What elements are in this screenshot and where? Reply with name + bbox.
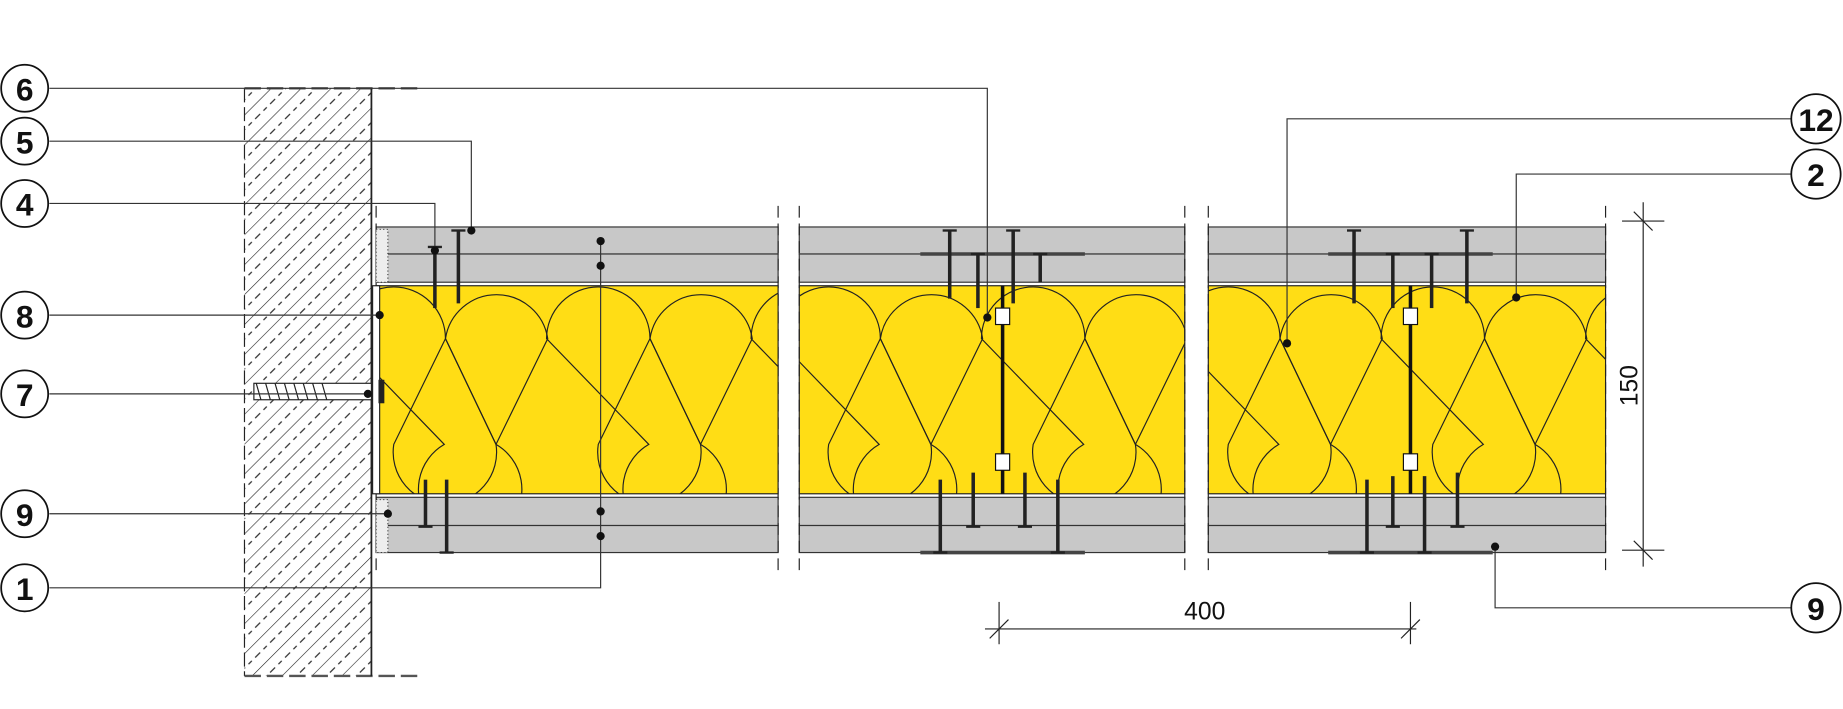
callout-label: 9 (1807, 591, 1825, 627)
plasterboard-layer (798, 524, 1186, 554)
drywall-screw (1050, 479, 1065, 554)
callout-label: 6 (16, 71, 34, 107)
callout-label: 7 (16, 377, 34, 413)
callout-9: 9 (0, 489, 50, 539)
plasterboard-layer (375, 524, 779, 554)
plasterboard-layer (798, 226, 1186, 255)
callout-label: 12 (1798, 102, 1833, 138)
insulation-pattern (799, 286, 1185, 494)
callout-7: 7 (0, 369, 50, 419)
drywall-screw (1017, 472, 1032, 528)
dimension-label-150: 150 (1616, 365, 1643, 406)
plasterboard-layer (1207, 524, 1607, 554)
dimension-vertical: 150 (1616, 202, 1665, 567)
plasterboard-layer (375, 226, 779, 255)
drywall-screw (1459, 229, 1474, 304)
drywall-screw (942, 229, 957, 299)
callout-label: 4 (16, 187, 34, 223)
drywall-screw (439, 479, 454, 554)
drywall-screw (933, 479, 948, 554)
plasterboard-layer (1207, 253, 1607, 283)
wall-sections (375, 205, 1607, 574)
callout-9-right: 9 (1790, 582, 1842, 634)
drywall-screw (1006, 229, 1021, 304)
mineral-wool-insulation (798, 285, 1186, 495)
plasterboard-layer (1207, 496, 1607, 527)
plasterboard-layer (798, 253, 1186, 283)
drywall-screw (1359, 479, 1375, 554)
callout-5: 5 (0, 116, 50, 166)
dimension-label-400: 400 (1184, 599, 1225, 626)
wall-section-1 (375, 205, 779, 574)
callouts-left: 6 5 4 8 7 9 1 (0, 63, 50, 613)
plasterboard-layer (1207, 226, 1607, 255)
dimension-horizontal: 400 (984, 599, 1421, 645)
callout-8: 8 (0, 290, 50, 340)
drywall-screw (1385, 476, 1400, 528)
callout-1: 1 (0, 563, 50, 613)
drywall-screw (1346, 229, 1362, 304)
plasterboard-layer (798, 496, 1186, 527)
callout-label: 2 (1807, 157, 1825, 193)
wall-anchor (253, 379, 385, 404)
drywall-screw (418, 479, 433, 528)
drywall-screw (1385, 252, 1400, 309)
mineral-wool-insulation (375, 285, 779, 495)
callout-12: 12 (1790, 93, 1842, 145)
leader-lines (49, 87, 1793, 609)
callout-label: 1 (16, 571, 34, 607)
callout-label: 5 (16, 124, 34, 160)
insulation-pattern (376, 286, 779, 494)
callout-label: 8 (16, 298, 34, 334)
wall-section-2 (798, 205, 1186, 574)
drywall-screw (451, 229, 466, 304)
drywall-screw (1424, 252, 1439, 309)
plasterboard-layer (375, 496, 779, 527)
masonry-wall (243, 87, 418, 678)
drywall-screw (966, 472, 981, 528)
callout-4: 4 (0, 179, 50, 228)
drywall-screw (1450, 472, 1465, 528)
drywall-screw (1033, 252, 1048, 283)
callout-6: 6 (0, 63, 50, 113)
callout-label: 9 (16, 497, 34, 533)
drywall-screw (1417, 476, 1432, 554)
drywall-screw (970, 252, 985, 309)
callout-2: 2 (1790, 148, 1842, 200)
callouts-right: 12 2 9 (1790, 93, 1842, 634)
